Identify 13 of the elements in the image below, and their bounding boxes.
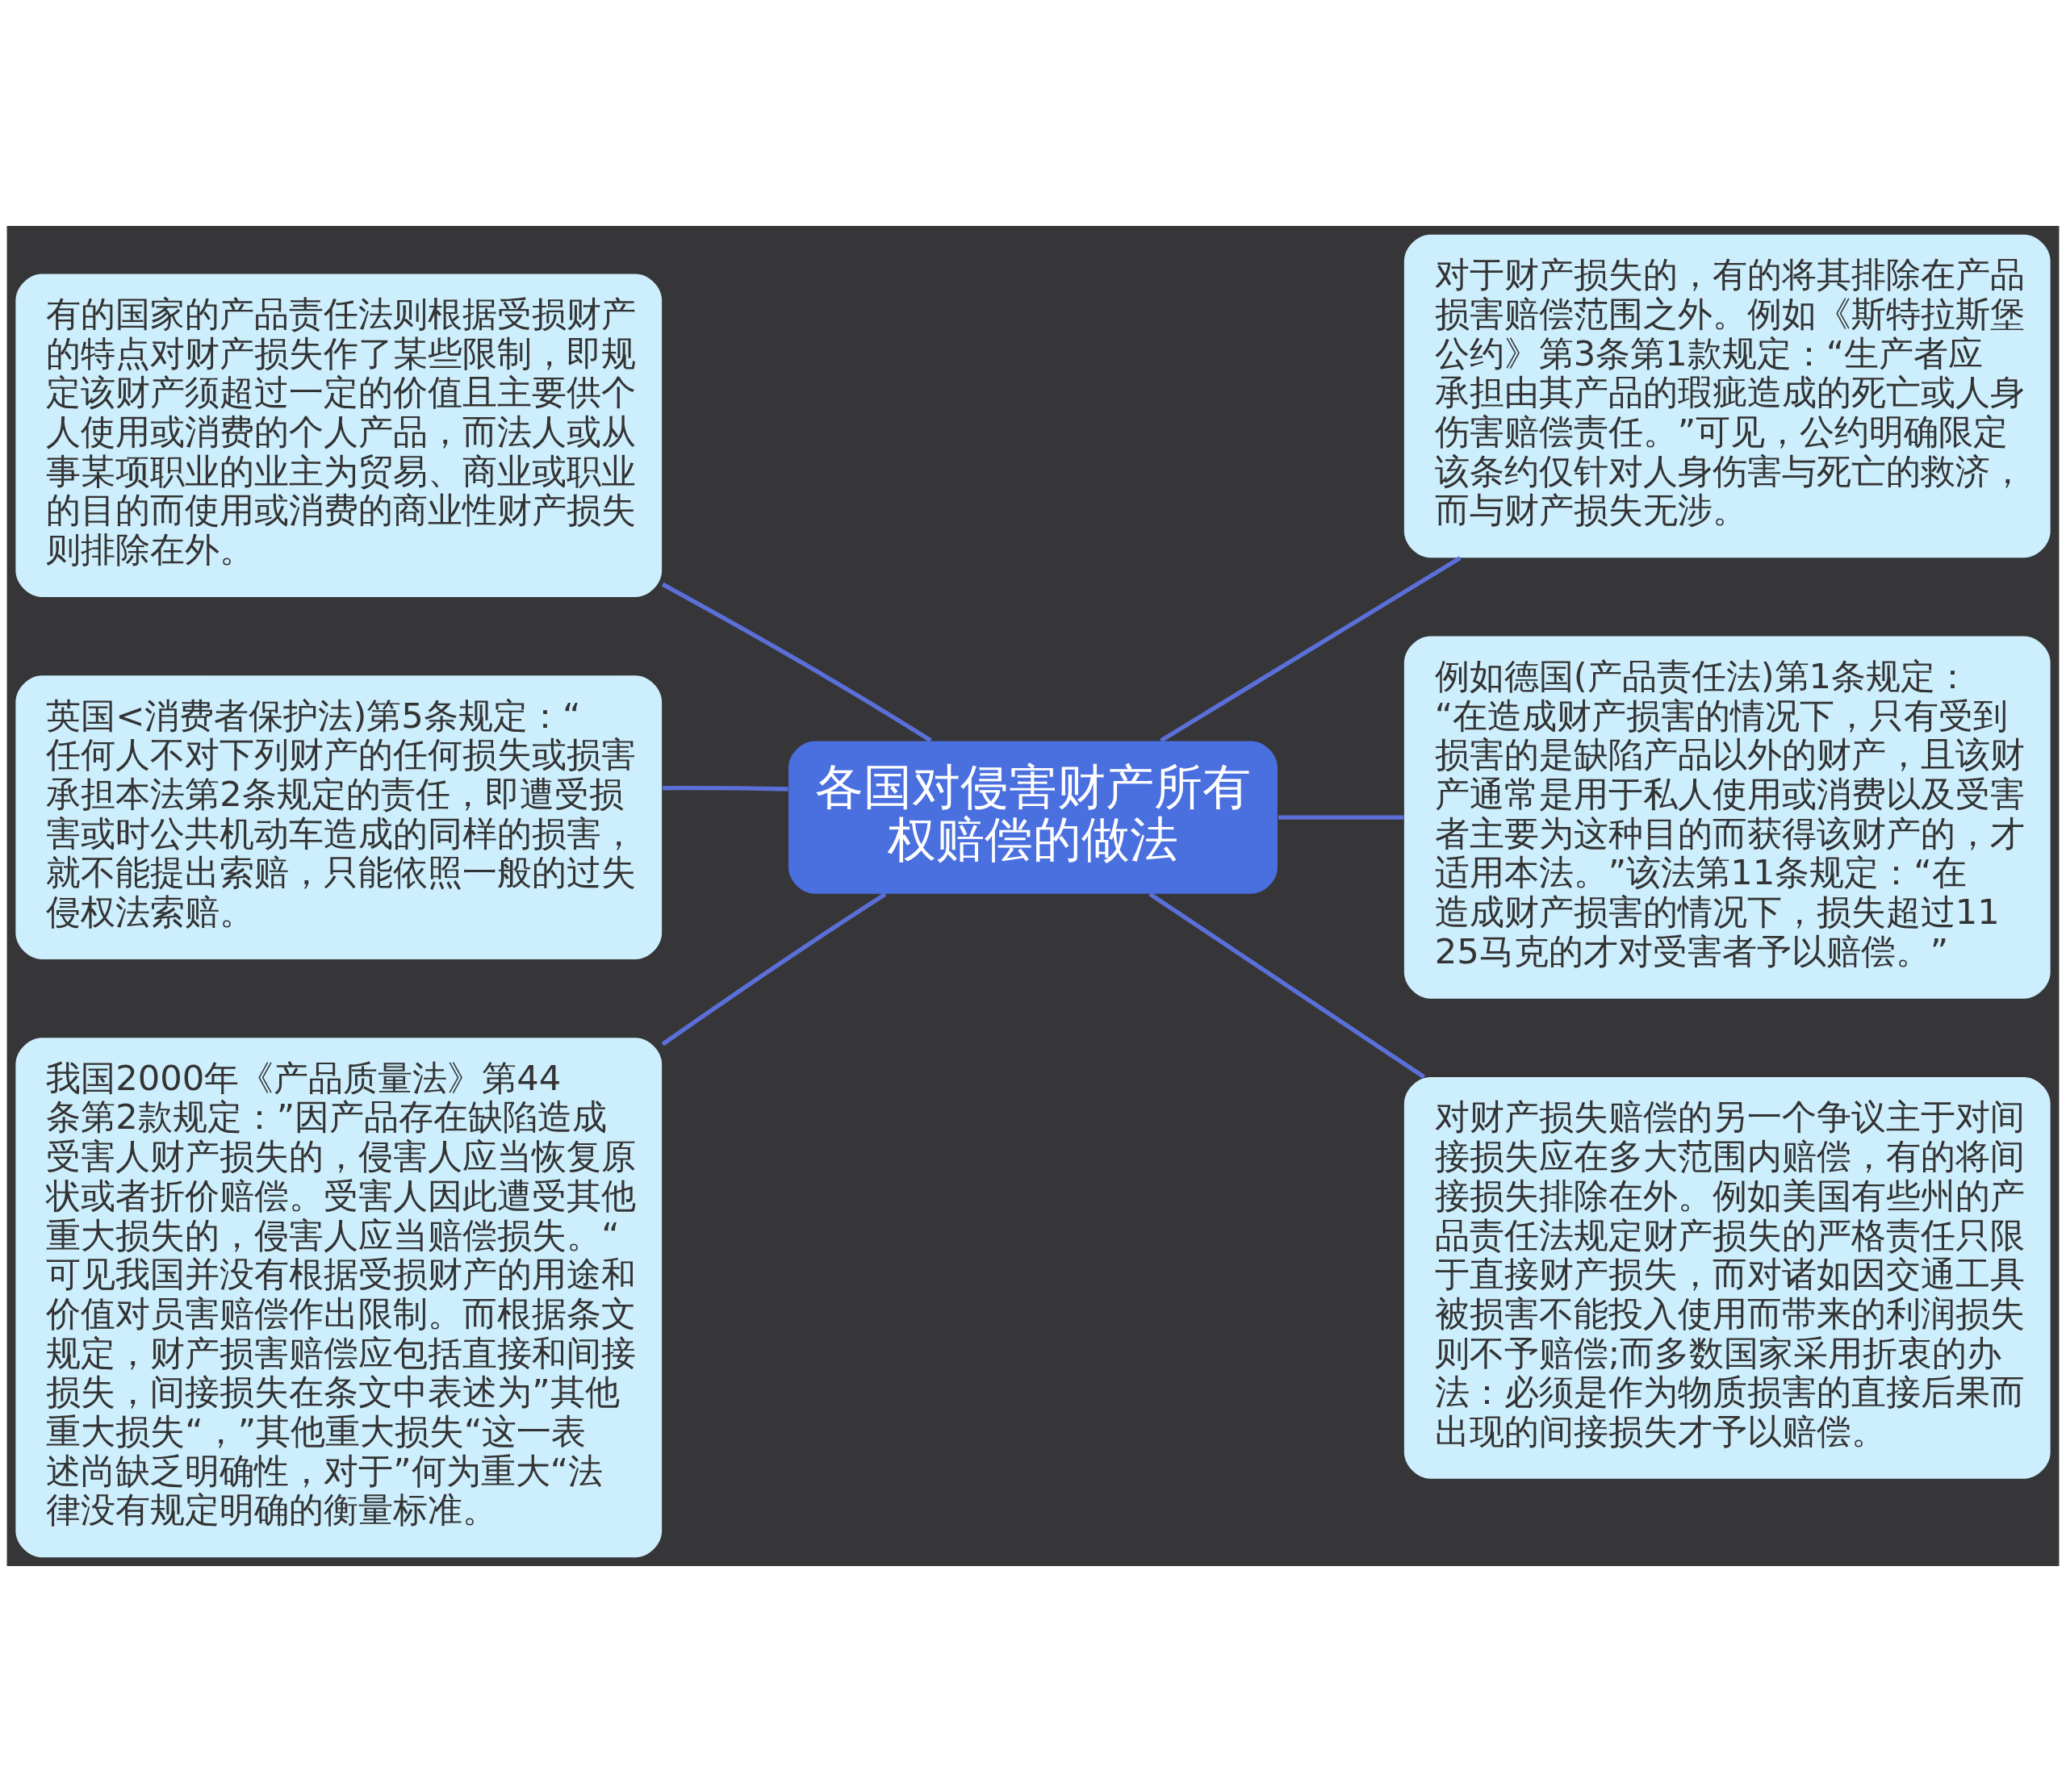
node-box: 对财产损失赔偿的另一个争议主于对间接损失应在多大范围内赔偿，有的将间接损失排除在外。例如美国有些州的产品责任法规定财产损失的严格责任只限于直接财产损失，而对诸如因交通工具被损害不能投入使用而带来的利润损失则不予赔偿;而多数国家采用折衷的办法：必须是作为物质损害的直接后果而出现的间接损失才予以赔偿。 [1403, 1077, 2051, 1479]
connector [661, 892, 887, 1046]
node-box: 英国<消费者保护法)第5条规定：“任何人不对下列财产的任何损失或损害承担本法第2条规定的责任，即遭受损害或时公共机动车造成的同样的损害，就不能提出索赔，只能依照一般的过失侵权法索赔。 [15, 675, 663, 959]
connector [1148, 892, 1426, 1080]
node-box: 各国对侵害财产所有权赔偿的做法 [788, 741, 1278, 894]
connector [663, 785, 788, 792]
node-box: 我国2000年《产品质量法》第44条第2款规定：”因产品存在缺陷造成受害人财产损失的，侵害人应当恢复原状或者折价赔偿。受害人因此遭受其他重大损失的，侵害人应当赔偿损失。“可见我国并没有根据受损财产的用途和价值对员害赔偿作出限制。而根据条文规定，财产损害赔偿应包括直接和间接损失，间接损失在条文中表述为”其他重大损失“，”其他重大损失“这一表述尚缺乏明确性，对于”何为重大“法律没有规定明确的衡量标准。 [15, 1038, 663, 1558]
node-box: 对于财产损失的，有的将其排除在产品损害赔偿范围之外。例如《斯特拉斯堡公约》第3条第1款规定：“生产者应承担由其产品的瑕疵造成的死亡或人身伤害赔偿责任。”可见，公约明确限定该条约仅针对人身伤害与死亡的救济，而与财产损失无涉。 [1403, 234, 2051, 558]
connector [1278, 815, 1404, 820]
connector [1160, 556, 1462, 743]
node-box: 例如德国(产品责任法)第1条规定：“在造成财产损害的情况下，只有受到损害的是缺陷产品以外的财产，且该财产通常是用于私人使用或消费以及受害者主要为这种目的而获得该财产的，才适用本法。”该法第11条规定：“在造成财产损害的情况下，损失超过1125马克的才对受害者予以赔偿。” [1403, 636, 2051, 999]
connector [661, 582, 932, 743]
node-box: 有的国家的产品责任法则根据受损财产的特点对财产损失作了某些限制，即规定该财产须超过一定的价值且主要供个人使用或消费的个人产品，而法人或从事某项职业的业主为贸易、商业或职业的目的而使用或消费的商业性财产损失则排除在外。 [15, 274, 663, 597]
